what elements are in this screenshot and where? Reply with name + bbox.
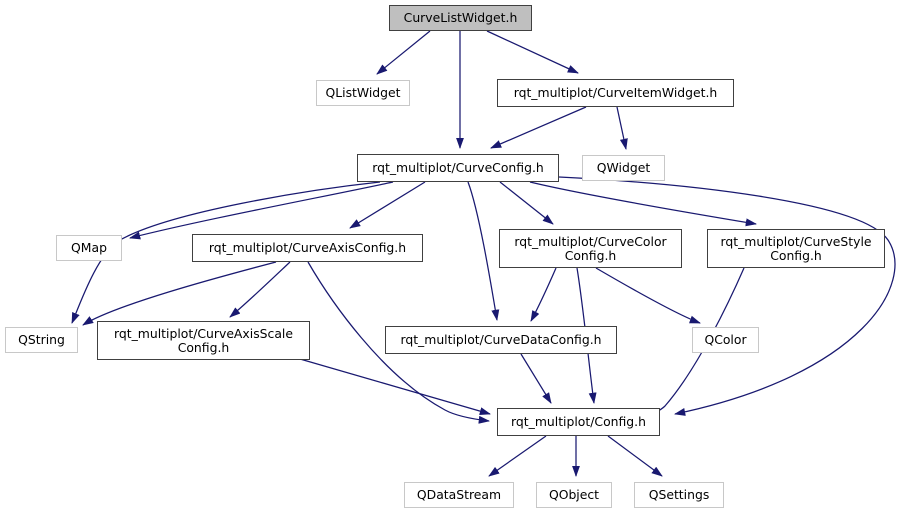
edge-curveconfig-to-curvestyleconfig (529, 181, 757, 227)
edge-curveaxisscaleconfig-to-config (299, 358, 491, 416)
graph-node-qstring[interactable]: QString (5, 327, 78, 353)
graph-node-qmap[interactable]: QMap (56, 235, 122, 261)
graph-node-qdatastream[interactable]: QDataStream (404, 482, 514, 508)
edge-curveitemwidget-to-qwidget (616, 106, 628, 150)
graph-node-qobject[interactable]: QObject (536, 482, 612, 508)
edge-curveconfig-to-config (558, 176, 896, 416)
graph-node-curvecolorconfig[interactable]: rqt_multiplot/CurveColor Config.h (499, 229, 682, 268)
graph-node-config[interactable]: rqt_multiplot/Config.h (497, 408, 660, 436)
edge-curveitemwidget-to-curveconfig (490, 106, 587, 149)
graph-node-label: QString (18, 332, 65, 348)
graph-node-label: rqt_multiplot/Config.h (511, 414, 646, 430)
edge-curveconfig-to-curvedataconfig (467, 181, 500, 321)
graph-node-curveaxisscaleconfig[interactable]: rqt_multiplot/CurveAxisScale Config.h (97, 321, 310, 360)
edge-curveconfig-to-qstring (71, 181, 381, 324)
graph-node-label: CurveListWidget.h (403, 10, 518, 26)
graph-node-label: QListWidget (325, 85, 401, 101)
graph-node-label: QDataStream (416, 487, 502, 503)
graph-node-curveitemwidget[interactable]: rqt_multiplot/CurveItemWidget.h (497, 79, 734, 107)
graph-node-label: QSettings (648, 487, 710, 503)
edge-curveaxisconfig-to-config (307, 261, 490, 424)
graph-node-label: QMap (71, 240, 107, 256)
edge-curveaxisconfig-to-qstring (82, 261, 277, 326)
graph-node-qwidget[interactable]: QWidget (582, 155, 665, 181)
graph-node-curveaxisconfig[interactable]: rqt_multiplot/CurveAxisConfig.h (192, 234, 423, 262)
graph-node-qsettings[interactable]: QSettings (634, 482, 724, 508)
graph-node-label: QObject (548, 487, 600, 503)
graph-node-label: QColor (704, 332, 747, 348)
edge-curvecolorconfig-to-qcolor (595, 267, 701, 324)
graph-node-label: QWidget (596, 160, 651, 176)
edge-curvelistwidget-to-curveitemwidget (486, 30, 579, 74)
graph-node-label: rqt_multiplot/CurveItemWidget.h (513, 85, 718, 101)
edge-curveconfig-to-curvecolorconfig (499, 181, 554, 225)
graph-node-curveconfig[interactable]: rqt_multiplot/CurveConfig.h (357, 154, 559, 182)
graph-node-label: rqt_multiplot/CurveAxisScale Config.h (114, 325, 293, 355)
graph-node-label: rqt_multiplot/CurveColor Config.h (514, 233, 667, 263)
graph-node-qcolor[interactable]: QColor (692, 327, 759, 353)
graph-node-label: rqt_multiplot/CurveDataConfig.h (400, 332, 602, 348)
graph-node-label: rqt_multiplot/CurveStyle Config.h (720, 233, 872, 263)
edge-config-to-qdatastream (488, 435, 547, 477)
graph-node-qlistwidget[interactable]: QListWidget (316, 80, 410, 106)
edge-curvelistwidget-to-qlistwidget (376, 30, 431, 75)
edge-group (71, 30, 896, 478)
edge-curveconfig-to-curveaxisconfig (349, 181, 426, 229)
graph-node-label: rqt_multiplot/CurveConfig.h (372, 160, 544, 176)
edge-curveconfig-to-qmap (129, 181, 394, 240)
edge-curveaxisconfig-to-curveaxisscaleconfig (229, 261, 291, 318)
edge-curvedataconfig-to-config (520, 353, 552, 404)
edge-curvecolorconfig-to-curvedataconfig (530, 267, 557, 322)
graph-node-label: rqt_multiplot/CurveAxisConfig.h (208, 240, 407, 256)
graph-node-curvedataconfig[interactable]: rqt_multiplot/CurveDataConfig.h (385, 326, 617, 354)
edge-config-to-qsettings (607, 435, 663, 477)
graph-node-curvestyleconfig[interactable]: rqt_multiplot/CurveStyle Config.h (707, 229, 885, 268)
graph-node-curvelistwidget[interactable]: CurveListWidget.h (389, 5, 532, 31)
